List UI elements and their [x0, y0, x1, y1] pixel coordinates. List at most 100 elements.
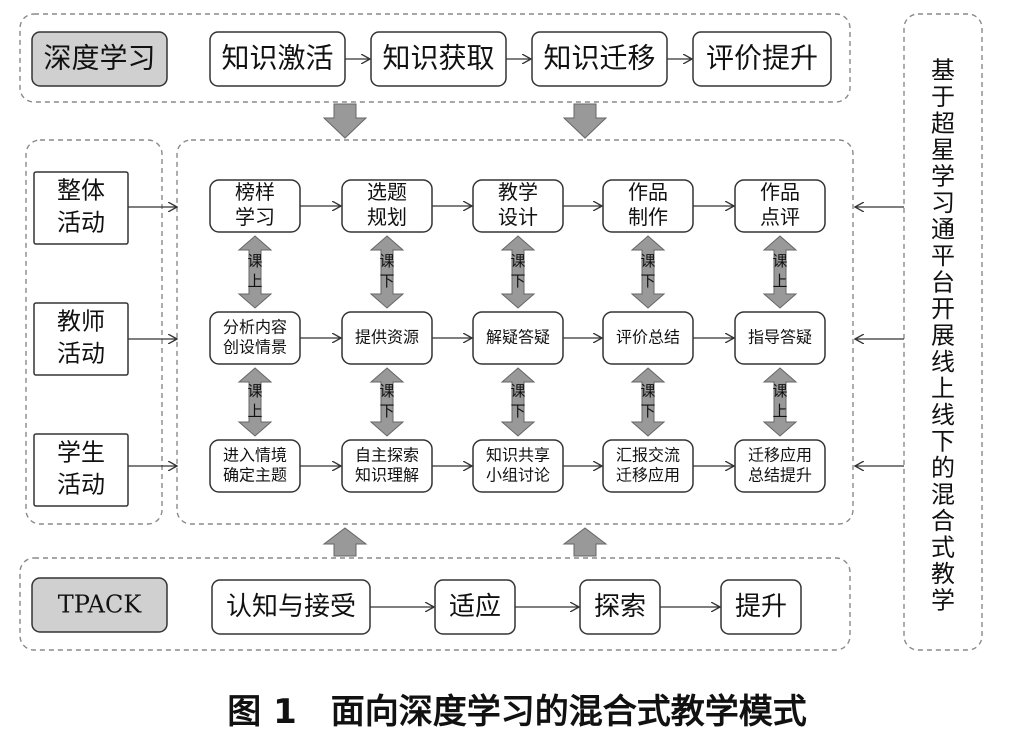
row-label-2-line1: 教师 [57, 308, 105, 336]
link-arrow-r2r3-c3 [500, 367, 536, 437]
deep-learning-panel [19, 13, 851, 103]
platform-label-char: 星 [931, 136, 955, 164]
link-arrow-r1r2-c4-label: 下 [640, 272, 655, 290]
step-text-r3-c2: 自主探索 [355, 446, 419, 465]
link-arrow-r1r2-c4 [630, 235, 666, 309]
step-text-r3-c5: 总结提升 [748, 466, 812, 485]
platform-label-char: 于 [931, 83, 955, 111]
step-text-r2-c3: 解疑答疑 [486, 328, 550, 347]
step-text-r3-c2: 知识理解 [355, 466, 419, 485]
activities-panel [25, 139, 163, 525]
link-arrow-r1r2-c2-label: 课 [379, 252, 394, 270]
tpack-panel [19, 557, 851, 651]
step-text-r1-c3: 设计 [498, 205, 538, 229]
link-arrow-r2r3-c5-label: 上 [772, 402, 787, 420]
top-step-2: 知识获取 [382, 42, 494, 75]
link-arrow-r2r3-c1-label: 上 [247, 402, 262, 420]
link-arrow-r1r2-c1-label: 课 [247, 252, 262, 270]
link-arrow-r2r3-c4 [630, 367, 666, 437]
platform-label-char: 基 [931, 57, 955, 85]
link-arrow-r1r2-c1-label: 上 [247, 272, 262, 290]
step-text-r1-c1: 榜样 [235, 180, 275, 204]
platform-label-char: 式 [931, 534, 955, 562]
figure-caption: 图 1 面向深度学习的混合式教学模式 [227, 692, 807, 732]
platform-label-char: 展 [931, 322, 955, 350]
step-text-r3-c1: 进入情境 [223, 446, 287, 465]
link-arrow-r2r3-c3-label: 课 [510, 382, 525, 400]
platform-label-char: 开 [931, 295, 955, 323]
step-text-r1-c5: 点评 [760, 205, 800, 229]
step-text-r1-c2: 选题 [367, 180, 407, 204]
step-text-r2-c1: 分析内容 [223, 318, 287, 337]
step-text-r1-c4: 制作 [628, 205, 668, 229]
tpack-label: TPACK [58, 591, 143, 619]
link-arrow-r2r3-c2 [369, 367, 405, 437]
link-arrow-r1r2-c2-label: 下 [379, 272, 394, 290]
row-label-3-line1: 学生 [57, 439, 105, 467]
process-grid: 榜样学习选题规划教学设计作品制作作品点评分析内容创设情景提供资源解疑答疑评价总结… [209, 179, 826, 493]
step-text-r3-c1: 确定主题 [223, 466, 287, 485]
deep-learning-label-box [31, 31, 168, 87]
top-step-1: 知识激活 [221, 42, 333, 75]
up-block-arrow-right [562, 527, 608, 557]
platform-label-char: 线 [931, 401, 955, 429]
platform-label-char: 习 [931, 189, 955, 217]
step-text-r1-c2: 规划 [367, 205, 407, 229]
step-box-r1-c5 [734, 179, 826, 233]
top-step-4: 评价提升 [706, 42, 818, 75]
row-label-1-line2: 活动 [57, 209, 105, 237]
platform-label-char: 学 [931, 587, 955, 615]
platform-label-char: 教 [931, 560, 955, 588]
down-block-arrow-left [322, 103, 368, 139]
step-text-r3-c3: 小组讨论 [486, 466, 550, 485]
platform-label-char: 混 [931, 481, 955, 509]
link-arrow-r1r2-c5 [762, 235, 798, 309]
step-box-r3-c5 [734, 439, 826, 493]
link-arrow-r2r3-c4-label: 课 [640, 382, 655, 400]
platform-label-char: 合 [931, 507, 955, 535]
step-text-r1-c4: 作品 [628, 180, 668, 204]
step-text-r1-c5: 作品 [760, 180, 800, 204]
main-process-panel [176, 139, 854, 525]
bottom-step-1: 认知与接受 [226, 592, 356, 622]
platform-label-char: 学 [931, 163, 955, 191]
link-arrow-r2r3-c1-label: 课 [247, 382, 262, 400]
link-arrow-r1r2-c3-label: 课 [510, 252, 525, 270]
link-arrow-r1r2-c3-label: 下 [510, 272, 525, 290]
step-text-r2-c4: 评价总结 [616, 328, 680, 347]
step-text-r2-c1: 创设情景 [223, 338, 287, 357]
link-arrow-r1r2-c2 [369, 235, 405, 309]
link-arrow-r2r3-c2-label: 课 [379, 382, 394, 400]
platform-label-char: 下 [931, 428, 955, 456]
step-text-r3-c4: 汇报交流 [616, 446, 680, 465]
diagram-canvas: 深度学习 知识激活 知识获取 知识迁移 评价提升 整体 活动 教师 活动 学生 … [19, 13, 983, 651]
tpack-label-box [31, 577, 168, 633]
step-text-r3-c4: 迁移应用 [616, 466, 680, 485]
row-label-2-line2: 活动 [57, 340, 105, 368]
step-text-r3-c5: 迁移应用 [748, 446, 812, 465]
link-arrow-r2r3-c2-label: 下 [379, 402, 394, 420]
bottom-step-2: 适应 [449, 592, 501, 622]
bottom-step-box-4 [720, 579, 802, 635]
row-label-box-1 [33, 171, 129, 245]
row-label-1-line1: 整体 [57, 177, 105, 205]
row-label-3-line2: 活动 [57, 471, 105, 499]
up-block-arrow-left [322, 527, 368, 557]
platform-label-char: 平 [931, 242, 955, 270]
step-box-r2-c5 [734, 311, 826, 365]
platform-label-char: 超 [931, 110, 955, 138]
top-step-3: 知识迁移 [543, 42, 655, 75]
step-text-r1-c1: 学习 [235, 205, 275, 229]
step-text-r2-c5: 指导答疑 [748, 328, 812, 347]
platform-label-char: 上 [931, 375, 955, 403]
platform-label-char: 通 [931, 216, 955, 244]
link-arrow-r2r3-c5 [762, 367, 798, 437]
link-arrow-r1r2-c4-label: 课 [640, 252, 655, 270]
link-arrow-r2r3-c1 [237, 367, 273, 437]
platform-label-char: 台 [931, 269, 955, 297]
deep-learning-label: 深度学习 [43, 42, 155, 75]
down-block-arrow-right [562, 103, 608, 139]
link-arrow-r1r2-c1 [237, 235, 273, 309]
